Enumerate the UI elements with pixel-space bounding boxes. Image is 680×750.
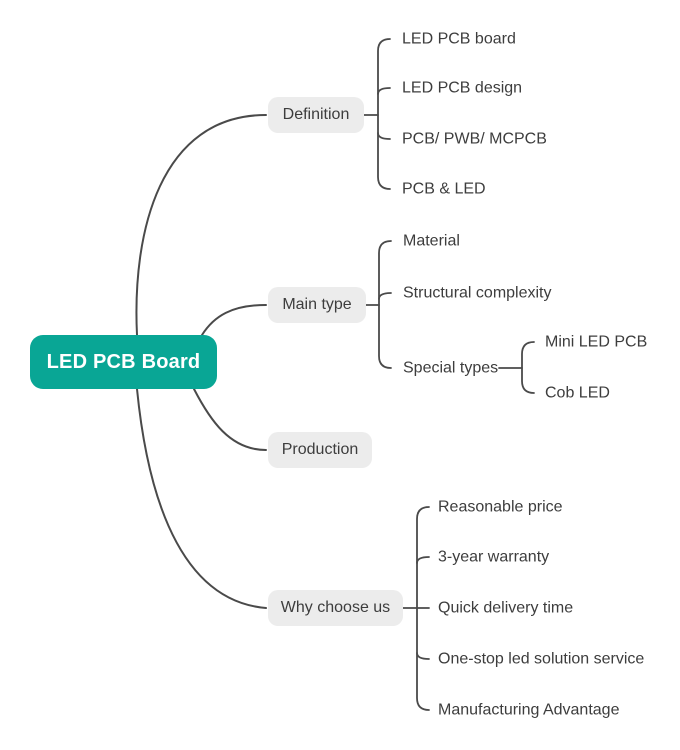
connector-definition-spine — [377, 38, 391, 190]
topic-structural-complexity[interactable]: Structural complexity — [403, 284, 552, 302]
topic-manufacturing-advantage[interactable]: Manufacturing Advantage — [438, 701, 620, 719]
topic-led-pcb-board[interactable]: LED PCB board — [402, 30, 516, 48]
connector-root-definition — [135, 114, 267, 336]
connector-maintype-spine — [378, 240, 392, 369]
topic-led-pcb-design[interactable]: LED PCB design — [402, 79, 523, 97]
topic-special-types[interactable]: Special types — [403, 359, 499, 377]
branch-node-production[interactable]: Production — [268, 432, 372, 468]
connector-whychoose-child2 — [416, 556, 430, 564]
topic-mini-led-pcb[interactable]: Mini LED PCB — [545, 333, 648, 351]
connector-whychoose-child4 — [416, 652, 430, 660]
connector-root-whychoose — [136, 388, 267, 609]
topic-pcb-and-led[interactable]: PCB & LED — [402, 180, 486, 198]
topic-pcb-pwb-mcpcb[interactable]: PCB/ PWB/ MCPCB — [402, 130, 547, 148]
branch-node-why-choose-us[interactable]: Why choose us — [268, 590, 403, 626]
topic-reasonable-price[interactable]: Reasonable price — [438, 498, 563, 516]
root-node[interactable]: LED PCB Board — [30, 335, 217, 389]
topic-one-stop-led-solution-service[interactable]: One-stop led solution service — [438, 650, 645, 668]
connector-maintype-child2 — [378, 292, 392, 300]
topic-quick-delivery-time[interactable]: Quick delivery time — [438, 599, 574, 617]
connector-definition-child3 — [377, 132, 391, 140]
connector-root-maintype — [201, 304, 267, 336]
connector-definition-child2 — [377, 87, 391, 95]
topic-material[interactable]: Material — [403, 232, 460, 250]
branch-node-definition[interactable]: Definition — [268, 97, 364, 133]
topic-cob-led[interactable]: Cob LED — [545, 384, 610, 402]
topic-3-year-warranty[interactable]: 3-year warranty — [438, 548, 550, 566]
connector-specialtypes-spine — [521, 341, 535, 394]
connector-root-production — [193, 388, 267, 451]
branch-node-main-type[interactable]: Main type — [268, 287, 366, 323]
